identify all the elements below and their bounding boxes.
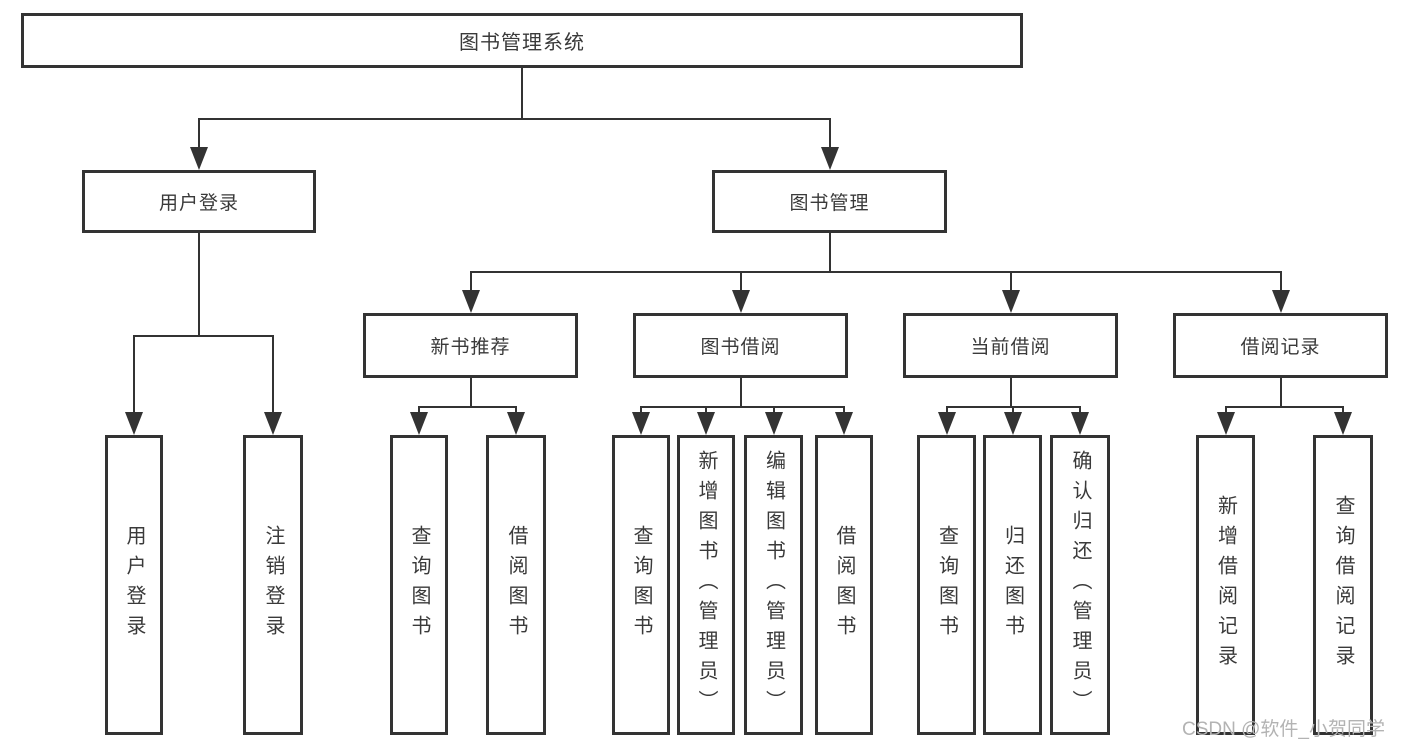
node-leaf-logout: 注销登录 (243, 435, 303, 735)
node-label-leaf-edit-book: 编辑图书（管理员） (762, 450, 785, 720)
edge-stem (1279, 271, 1282, 294)
edge-stem (772, 406, 775, 416)
edge-stem (1342, 406, 1344, 416)
edge-stem (1279, 378, 1282, 408)
edge-stem (469, 271, 472, 294)
node-label-root: 图书管理系统 (459, 32, 585, 54)
node-leaf-query2: 查询图书 (612, 435, 670, 735)
arrow-down-icon (264, 412, 282, 435)
node-leaf-confirm: 确认归还（管理员） (1050, 435, 1110, 735)
node-borrow-record: 借阅记录 (1173, 313, 1388, 378)
edge-stem (198, 233, 200, 337)
node-leaf-add-rec: 新增借阅记录 (1196, 435, 1255, 735)
edge-stem (640, 406, 642, 416)
edge-stem (1011, 406, 1014, 416)
node-user-login: 用户登录 (82, 170, 316, 233)
edge-rail (133, 335, 274, 337)
edge-stem (1079, 406, 1081, 416)
arrow-down-icon (125, 412, 143, 435)
node-label-user-login: 用户登录 (158, 193, 239, 214)
node-label-leaf-query3: 查询图书 (935, 525, 958, 645)
arrow-down-icon (1071, 412, 1089, 435)
node-label-leaf-borrow1: 借阅图书 (505, 525, 527, 645)
edge-rail (640, 406, 845, 408)
edge-stem (705, 406, 707, 416)
arrow-down-icon (1334, 412, 1352, 435)
node-leaf-query-rec: 查询借阅记录 (1313, 435, 1373, 735)
node-root: 图书管理系统 (21, 13, 1023, 68)
arrow-down-icon (632, 412, 650, 435)
edge-rail (469, 271, 1282, 273)
edge-stem (739, 378, 742, 408)
edge-rail (198, 118, 831, 120)
node-leaf-query3: 查询图书 (917, 435, 976, 735)
node-label-leaf-query2: 查询图书 (630, 525, 652, 645)
arrow-down-icon (1001, 290, 1020, 313)
arrow-down-icon (410, 412, 428, 435)
arrow-down-icon (190, 147, 208, 170)
node-book-borrow: 图书借阅 (633, 313, 848, 378)
arrow-down-icon (461, 290, 480, 313)
edge-rail (418, 406, 517, 408)
node-leaf-login: 用户登录 (105, 435, 163, 735)
edge-stem (828, 233, 831, 273)
node-label-new-book: 新书推荐 (430, 337, 511, 358)
edge-stem (1009, 271, 1012, 294)
edge-stem (828, 118, 831, 151)
arrow-down-icon (1003, 412, 1022, 435)
node-label-book-mgmt: 图书管理 (789, 193, 870, 214)
edge-stem (521, 68, 523, 120)
node-label-leaf-borrow2: 借阅图书 (833, 525, 855, 645)
node-leaf-return: 归还图书 (983, 435, 1042, 735)
arrow-down-icon (1271, 290, 1290, 313)
node-leaf-borrow2: 借阅图书 (815, 435, 873, 735)
arrow-down-icon (1216, 412, 1235, 435)
node-label-leaf-query-rec: 查询借阅记录 (1332, 495, 1354, 675)
edge-stem (739, 271, 742, 294)
edge-stem (133, 335, 135, 416)
node-leaf-query1: 查询图书 (390, 435, 448, 735)
node-label-leaf-query1: 查询图书 (408, 525, 430, 645)
edge-stem (198, 118, 200, 151)
node-label-book-borrow: 图书借阅 (700, 337, 781, 358)
csdn-watermark: CSDN @软件_小贺同学 (1182, 719, 1385, 740)
arrow-down-icon (835, 412, 853, 435)
node-label-leaf-return: 归还图书 (1001, 525, 1024, 645)
edge-rail (1224, 406, 1344, 408)
arrow-down-icon (731, 290, 750, 313)
node-leaf-edit-book: 编辑图书（管理员） (744, 435, 803, 735)
edge-stem (1224, 406, 1227, 416)
edge-stem (272, 335, 274, 416)
node-leaf-borrow1: 借阅图书 (486, 435, 546, 735)
node-label-leaf-confirm: 确认归还（管理员） (1069, 450, 1091, 720)
edge-stem (945, 406, 948, 416)
node-current-borrow: 当前借阅 (903, 313, 1118, 378)
edge-stem (418, 406, 420, 416)
node-new-book: 新书推荐 (363, 313, 578, 378)
edge-stem (843, 406, 845, 416)
node-label-leaf-login: 用户登录 (123, 525, 145, 645)
node-label-borrow-record: 借阅记录 (1240, 337, 1321, 358)
arrow-down-icon (507, 412, 525, 435)
arrow-down-icon (937, 412, 956, 435)
node-label-leaf-logout: 注销登录 (262, 525, 284, 645)
edge-stem (1009, 378, 1012, 408)
node-label-leaf-add-book: 新增图书（管理员） (695, 450, 717, 720)
node-leaf-add-book: 新增图书（管理员） (677, 435, 735, 735)
node-book-mgmt: 图书管理 (712, 170, 947, 233)
arrow-down-icon (764, 412, 783, 435)
node-label-leaf-add-rec: 新增借阅记录 (1214, 495, 1237, 675)
edge-stem (469, 378, 472, 408)
node-label-current-borrow: 当前借阅 (970, 337, 1051, 358)
edge-stem (515, 406, 517, 416)
arrow-down-icon (820, 147, 839, 170)
arrow-down-icon (697, 412, 715, 435)
